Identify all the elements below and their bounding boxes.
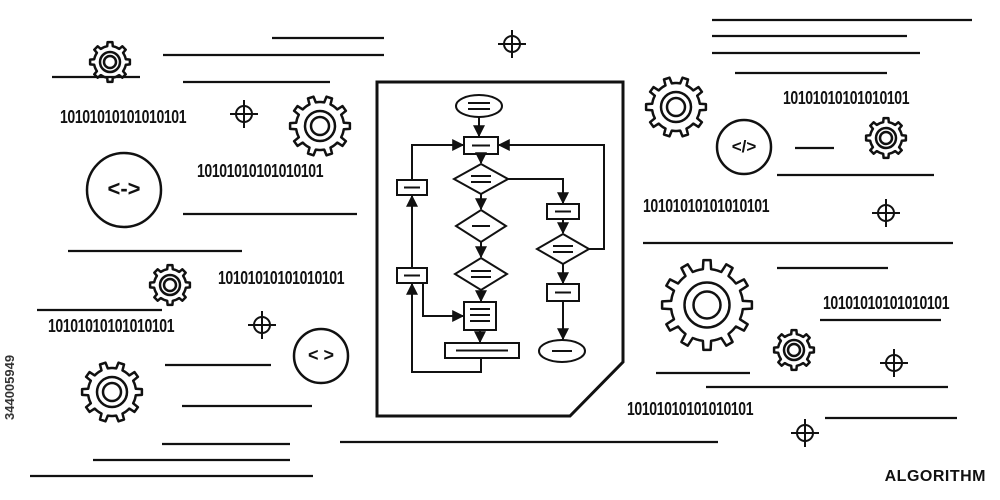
crosshair-icon <box>230 30 908 447</box>
binary-text: 10101010101010101 <box>60 107 187 127</box>
binary-text: 10101010101010101 <box>218 268 345 288</box>
stock-id-text: 344005949 <box>2 354 17 420</box>
code-bubble-icon <box>85 118 773 385</box>
binary-text: 10101010101010101 <box>823 293 950 313</box>
binary-text: 10101010101010101 <box>627 399 754 419</box>
page-title: ALGORITHM <box>884 468 986 485</box>
binary-text: 10101010101010101 <box>48 316 175 336</box>
code-label: </> <box>731 137 757 156</box>
code-label: <-> <box>107 176 141 201</box>
binary-text: 10101010101010101 <box>643 196 770 216</box>
decorative-lines <box>30 18 972 478</box>
flowchart-document-icon <box>375 80 625 418</box>
binary-text: 10101010101010101 <box>197 161 324 181</box>
gear-icon <box>80 40 908 423</box>
binary-text: 10101010101010101 <box>783 88 910 108</box>
code-label: < > <box>307 345 335 365</box>
